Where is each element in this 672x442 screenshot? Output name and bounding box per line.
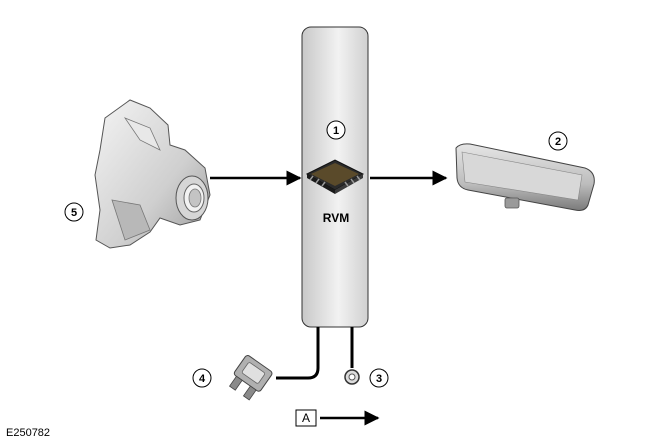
callout-2: 2 bbox=[548, 131, 568, 151]
callout-4: 4 bbox=[192, 368, 212, 388]
callout-3: 3 bbox=[369, 368, 389, 388]
callout-3-label: 3 bbox=[376, 373, 382, 385]
ground-eyelet-icon bbox=[344, 369, 360, 385]
mirror-icon bbox=[455, 143, 595, 211]
callout-4-label: 4 bbox=[199, 373, 206, 385]
figure-reference: E250782 bbox=[6, 427, 50, 439]
wire-power bbox=[276, 327, 320, 380]
callout-2-label: 2 bbox=[555, 136, 561, 148]
legend-key: A bbox=[302, 411, 310, 425]
module-label: RVM bbox=[323, 211, 349, 225]
legend: A bbox=[295, 409, 380, 427]
camera-icon bbox=[94, 99, 211, 249]
callout-5-label: 5 bbox=[71, 207, 77, 219]
callout-1: 1 bbox=[326, 120, 346, 140]
callout-1-label: 1 bbox=[333, 125, 339, 137]
callout-5: 5 bbox=[64, 202, 84, 222]
microchip-icon bbox=[305, 159, 365, 194]
fuse-icon bbox=[228, 355, 273, 401]
